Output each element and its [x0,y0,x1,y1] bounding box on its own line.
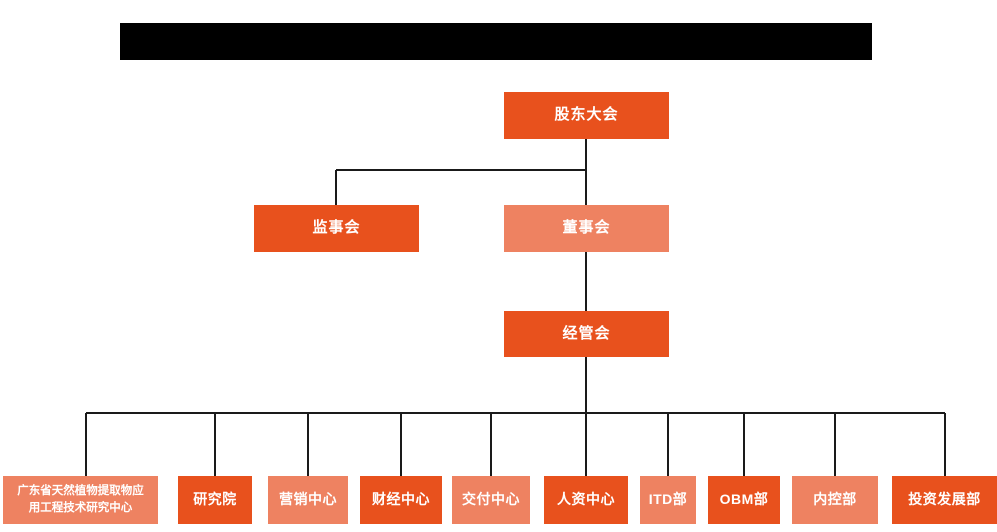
redacted-title-bar [120,23,872,60]
node-department-label: 广东省天然植物提取物应 用工程技术研究中心 [17,485,144,514]
node-department-label: 研究院 [193,491,237,508]
node-board-of-supervisors[interactable]: 监事会 [254,205,419,252]
node-department[interactable]: 人资中心 [544,476,628,524]
node-shareholders-meeting[interactable]: 股东大会 [504,92,669,139]
node-department-label: ITD部 [648,491,688,508]
node-department[interactable]: OBM部 [708,476,780,524]
node-board-of-directors-label: 董事会 [562,219,611,237]
node-department-label: 财经中心 [372,491,430,508]
node-department[interactable]: 广东省天然植物提取物应 用工程技术研究中心 [3,476,158,524]
node-department-label: 人资中心 [557,491,615,508]
node-management-committee-label: 经管会 [562,324,611,342]
node-board-of-directors[interactable]: 董事会 [504,205,669,252]
node-department-label: 投资发展部 [908,491,981,508]
node-department[interactable]: 研究院 [178,476,252,524]
node-board-of-supervisors-label: 监事会 [312,219,361,237]
node-department[interactable]: 交付中心 [452,476,530,524]
node-department-label: OBM部 [719,491,769,508]
node-department-label: 内控部 [813,491,857,508]
node-department-label: 交付中心 [462,491,520,508]
node-shareholders-meeting-label: 股东大会 [554,106,619,124]
node-department[interactable]: ITD部 [640,476,696,524]
node-management-committee[interactable]: 经管会 [504,311,669,357]
node-department-label: 营销中心 [279,491,337,508]
node-department[interactable]: 内控部 [792,476,878,524]
node-department[interactable]: 投资发展部 [892,476,997,524]
node-department[interactable]: 营销中心 [268,476,348,524]
node-department[interactable]: 财经中心 [360,476,442,524]
